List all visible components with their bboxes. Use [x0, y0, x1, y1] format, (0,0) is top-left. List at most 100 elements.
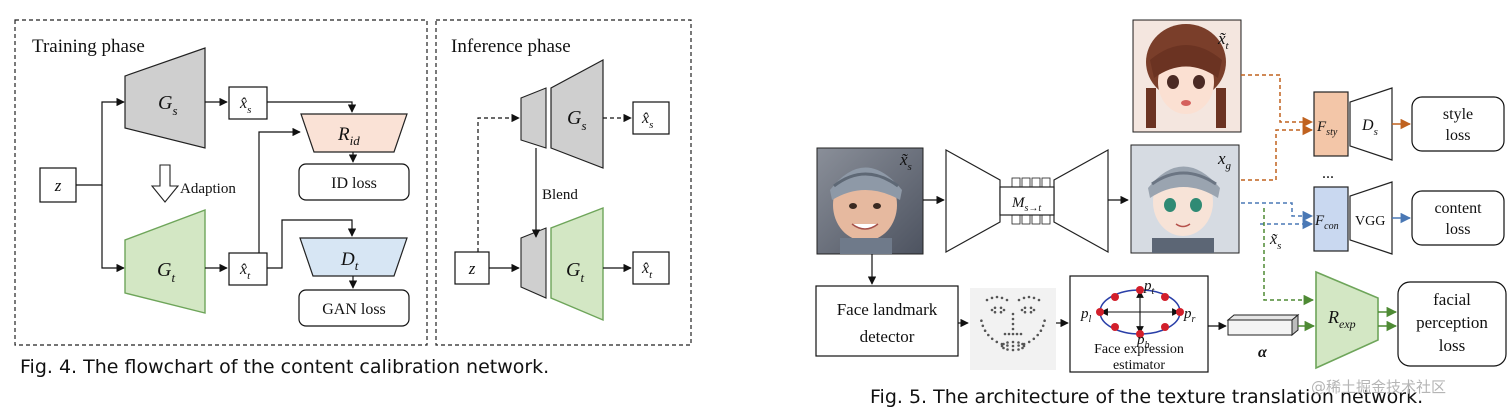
landmark-node — [1136, 330, 1144, 338]
fig4-caption: Fig. 4. The flowchart of the content cal… — [20, 356, 549, 378]
landmark-dot — [993, 306, 997, 310]
landmark-dot — [1039, 329, 1043, 333]
landmark-dot — [995, 295, 999, 299]
landmark-dot — [1023, 306, 1027, 310]
landmark-dot — [1011, 327, 1015, 331]
landmark-dot — [1006, 341, 1009, 344]
landmark-detector-line1: Face landmark — [837, 300, 938, 319]
translation-encoder — [945, 148, 1001, 254]
landmark-dot — [1020, 308, 1024, 312]
landmark-dot — [1002, 346, 1005, 350]
xt-hat-label: x̂t — [239, 261, 251, 282]
f-sty-label: Fsty — [1316, 119, 1338, 138]
landmark-dot — [1017, 298, 1021, 302]
landmark-dot — [990, 308, 994, 312]
gan-loss-label: GAN loss — [322, 301, 386, 318]
xs-hat-label: x̂s — [239, 95, 251, 116]
id-loss-box — [298, 163, 410, 201]
landmark-dot — [1032, 308, 1036, 312]
landmark-dot — [1003, 332, 1007, 336]
facial-loss-line3: loss — [1439, 336, 1465, 355]
landmark-dot — [1027, 340, 1031, 344]
inference-z-box — [454, 251, 490, 285]
landmark-dot — [1005, 298, 1009, 302]
landmark-dot — [993, 310, 997, 314]
inference-gs-encoder — [520, 87, 547, 149]
ds-label: Ds — [1361, 117, 1378, 138]
pr-label: pr — [1183, 306, 1196, 325]
pl-label: pl — [1080, 306, 1092, 325]
rid-network — [300, 113, 408, 153]
ellipsis-label: ... — [1322, 165, 1334, 182]
vgg-label: VGG — [1355, 214, 1385, 229]
landmark-node — [1111, 323, 1119, 331]
content-loss-box — [1411, 190, 1505, 246]
landmark-dot — [1011, 344, 1015, 348]
adaption-label: Adaption — [180, 181, 236, 197]
inference-gt-label: Gt — [566, 259, 584, 285]
inference-gs-decoder — [550, 58, 604, 169]
landmark-face-image — [970, 288, 1056, 370]
content-loss-line2: loss — [1446, 221, 1471, 238]
estimator-line2: estimator — [1113, 358, 1165, 373]
landmark-dot — [1043, 319, 1046, 323]
landmark-dot — [1000, 296, 1004, 300]
inference-z-label: z — [468, 259, 476, 278]
inference-xt-hat-box — [632, 251, 670, 285]
landmark-dot — [1037, 298, 1041, 302]
landmark-dot — [1032, 337, 1036, 341]
z-label: z — [54, 176, 62, 195]
landmark-detector-box — [815, 285, 959, 357]
training-panel — [14, 19, 428, 346]
gs-label: Gs — [158, 92, 178, 118]
landmark-node — [1176, 308, 1184, 316]
landmark-dot — [999, 310, 1003, 314]
landmark-dot — [1015, 332, 1019, 336]
landmark-dot — [999, 306, 1003, 310]
landmark-dot — [1011, 340, 1015, 344]
landmark-dot — [987, 333, 990, 337]
landmark-node — [1161, 293, 1169, 301]
landmark-node — [1096, 308, 1104, 316]
ds-discriminator — [1349, 87, 1393, 161]
landmark-dot — [1029, 310, 1033, 314]
landmark-dot — [1011, 317, 1015, 321]
facial-loss-box — [1397, 281, 1507, 367]
fig5-caption: Fig. 5. The architecture of the texture … — [870, 386, 1423, 408]
estimator-graph — [1096, 286, 1184, 338]
landmark-dot — [1002, 308, 1006, 312]
facial-loss-line2: perception — [1416, 313, 1488, 332]
estimator-line1: Face expression — [1094, 342, 1184, 357]
xg-label: xg — [1217, 149, 1232, 172]
translation-decoder — [1053, 148, 1109, 254]
landmark-dot — [1011, 332, 1015, 336]
facial-loss-line1: facial — [1433, 290, 1471, 309]
landmark-dot — [985, 298, 989, 302]
gs-generator — [124, 47, 206, 149]
landmark-dot — [1029, 306, 1033, 310]
landmark-dot — [1021, 346, 1024, 350]
xs-tilde-image — [816, 147, 924, 255]
landmark-dot — [1032, 296, 1036, 300]
xs-hat-box — [228, 86, 268, 120]
f-con-block — [1313, 186, 1349, 252]
id-loss-label: ID loss — [331, 175, 377, 192]
landmark-dot — [990, 337, 994, 341]
pt-label: pt — [1143, 278, 1155, 297]
landmark-dot — [1007, 332, 1011, 336]
watermark: @稀土掘金技术社区 — [1311, 378, 1446, 396]
blend-label: Blend — [542, 187, 578, 203]
landmark-dot — [990, 296, 994, 300]
style-loss-box — [1411, 96, 1505, 152]
inference-gs-label: Gs — [567, 107, 587, 133]
rid-label: Rid — [337, 124, 360, 148]
gt-generator — [124, 208, 206, 314]
landmark-dot — [1022, 344, 1026, 348]
fig5: x̃t x̃s Ms→t — [815, 19, 1507, 408]
xt-hat-box — [228, 252, 268, 286]
landmark-dot — [1011, 348, 1015, 352]
landmark-dot — [1041, 324, 1045, 328]
f-sty-block — [1313, 91, 1349, 157]
style-loss-line1: style — [1443, 106, 1473, 123]
